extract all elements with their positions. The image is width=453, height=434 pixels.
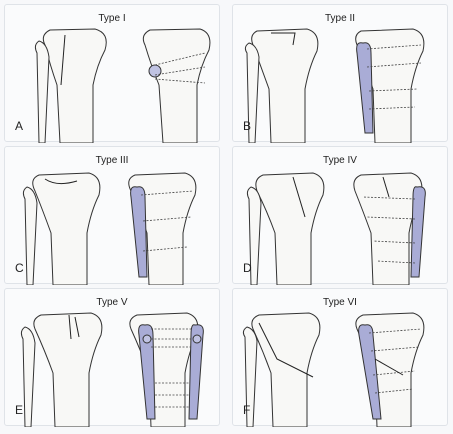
- panel-type-3: Type III C: [4, 146, 220, 285]
- panel-letter: F: [243, 403, 251, 417]
- panel-type-4: Type IV D: [232, 146, 448, 285]
- panel-type-1: Type I A: [4, 4, 220, 143]
- panel-letter: C: [15, 261, 24, 275]
- type-3-illustration: [22, 172, 197, 285]
- panel-letter: E: [15, 403, 24, 417]
- panel-letter: A: [15, 119, 24, 133]
- type-5-illustration: [20, 312, 204, 427]
- panel-type-label: Type I: [98, 13, 126, 24]
- type-2-illustration: [244, 28, 425, 143]
- panel-type-label: Type III: [95, 155, 129, 166]
- panel-type-label: Type V: [96, 297, 128, 308]
- type-4-illustration: [246, 172, 426, 285]
- panel-type-5: Type V E: [4, 288, 220, 427]
- panel-letter: D: [243, 261, 252, 275]
- panel-type-label: Type VI: [323, 297, 357, 308]
- panel-letter: B: [243, 119, 252, 133]
- type-6-illustration: [242, 312, 425, 427]
- panel-type-6: Type VI F: [232, 288, 448, 427]
- panel-type-2: Type II B: [232, 4, 448, 143]
- panel-type-label: Type II: [324, 13, 355, 24]
- panel-type-label: Type IV: [323, 155, 357, 166]
- type-1-illustration: [34, 28, 211, 143]
